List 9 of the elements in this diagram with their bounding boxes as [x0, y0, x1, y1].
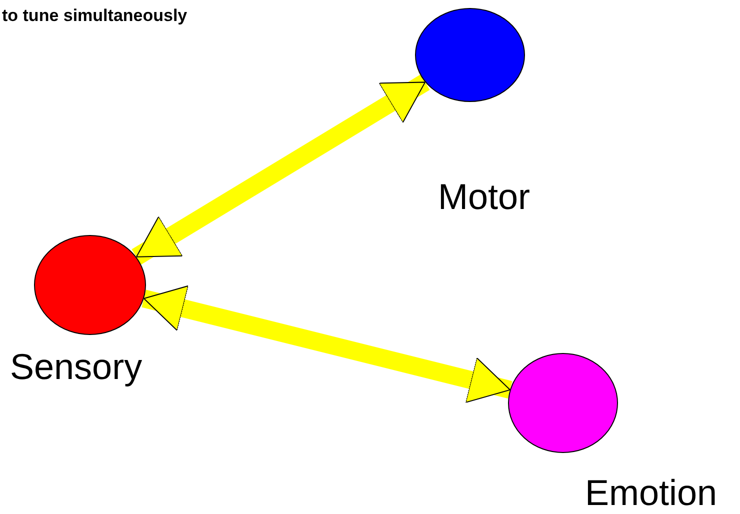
circle-node [415, 8, 525, 102]
circle-node [508, 353, 618, 453]
double-arrow [132, 74, 430, 265]
double-arrow [142, 285, 512, 403]
circle-node [34, 235, 146, 335]
title: to tune simultaneously [2, 6, 188, 26]
node-caption: Emotion [585, 472, 718, 514]
node-caption: Motor [438, 176, 530, 218]
node-caption: Sensory [10, 346, 142, 388]
